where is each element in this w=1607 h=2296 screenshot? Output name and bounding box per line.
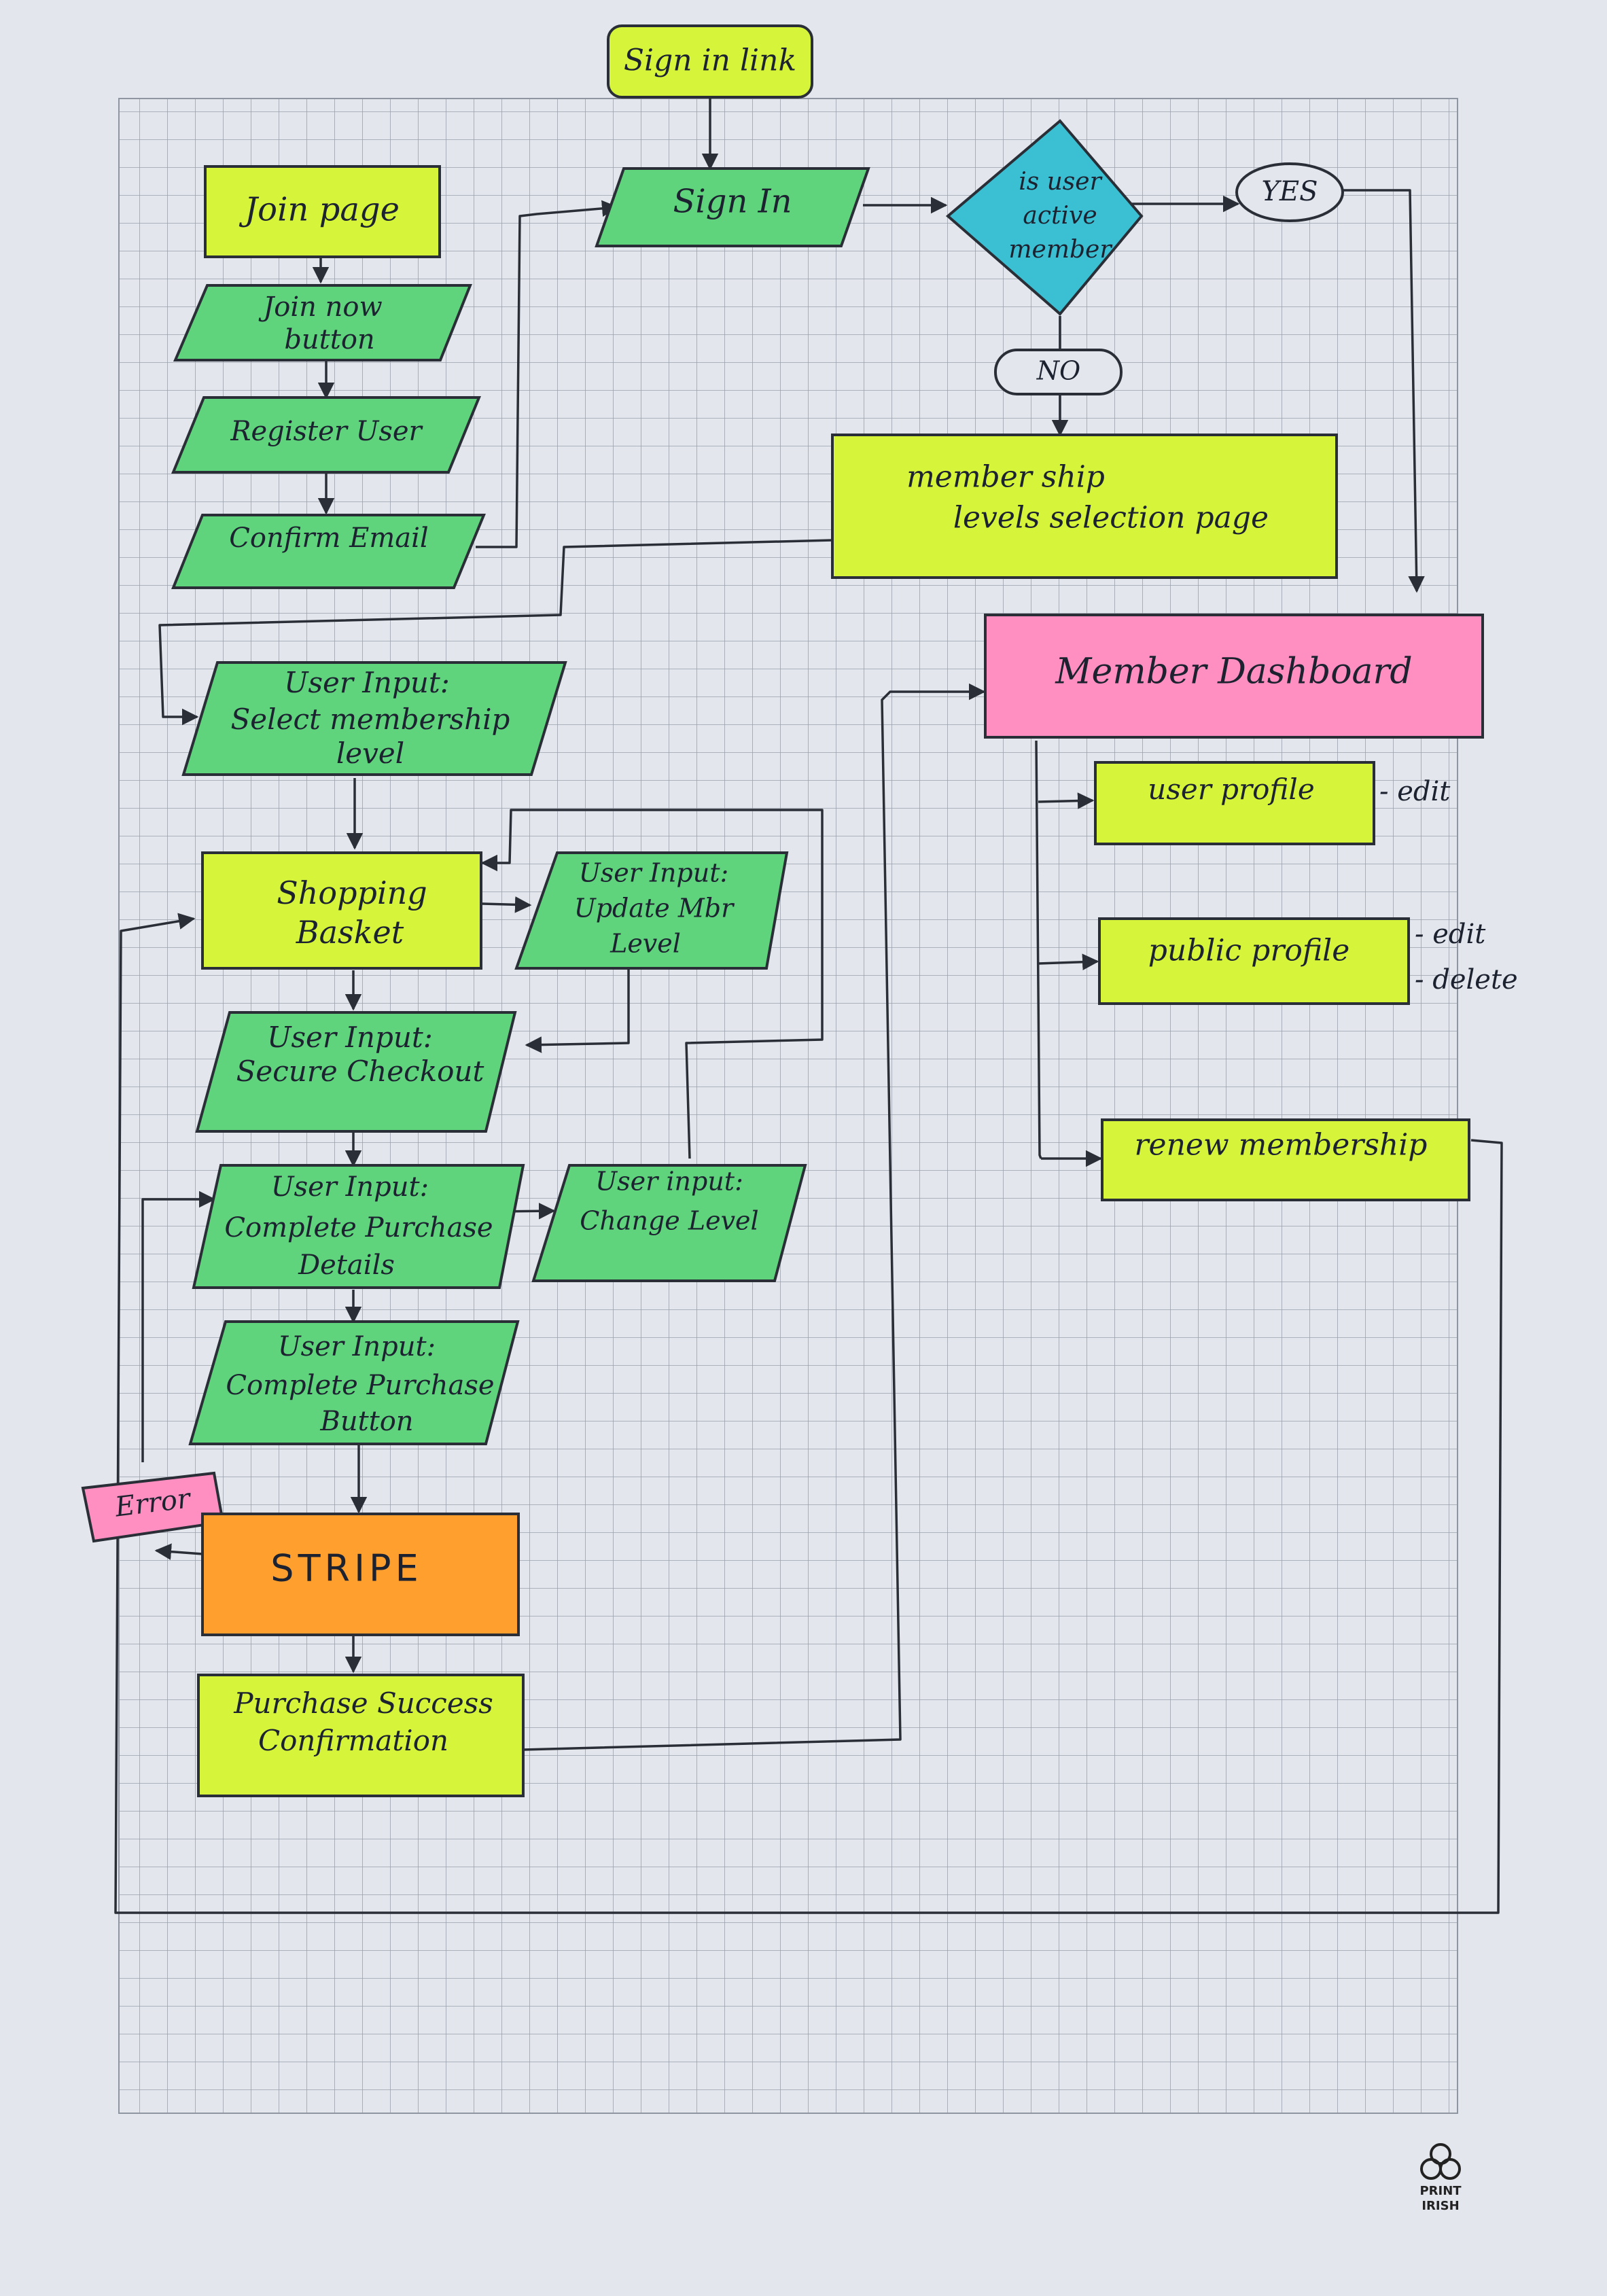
yes-label: YES [1261,176,1318,207]
yes-terminal: YES [1235,162,1344,222]
register-user-node: Register User [171,396,481,474]
membership-levels-line-2: levels selection page [953,501,1269,535]
change-level-line-1: User input: [595,1167,743,1197]
join-page-label: Join page [239,191,400,229]
error-node: Error [81,1471,225,1543]
purchase-success-node: Purchase Success Confirmation [197,1674,525,1797]
renew-membership-node: renew membership [1101,1118,1470,1201]
select-membership-line-2: Select membership [231,703,510,736]
user-profile-label: user profile [1148,773,1314,806]
member-dashboard-node: Member Dashboard [984,614,1484,739]
is-user-active-decision: is user active member [945,119,1144,316]
select-membership-line-1: User Input: [284,666,450,699]
sign-in-label: Sign In [673,183,792,221]
complete-button-line-2: Complete Purchase [226,1370,494,1401]
update-mbr-line-3: Level [610,929,681,959]
complete-button-line-1: User Input: [278,1331,436,1362]
print-irish-logo: PRINT IRISH [1419,2143,1462,2213]
no-label: NO [1036,356,1080,386]
complete-purchase-button-node: User Input: Complete Purchase Button [188,1320,520,1445]
confirm-email-node: Confirm Email [171,514,486,589]
sign-in-node: Sign In [595,167,870,247]
membership-levels-page-node: member ship levels selection page [831,434,1338,579]
secure-checkout-line-1: User Input: [267,1021,433,1054]
connectors [114,96,1503,1914]
user-profile-node: user profile [1094,761,1375,845]
decision-line-2: active [1023,202,1097,230]
register-user-label: Register User [230,416,423,447]
stripe-node: STRIPE [201,1513,520,1636]
confirm-email-label: Confirm Email [229,523,428,554]
update-mbr-line-2: Update Mbr [574,894,735,923]
renew-membership-label: renew membership [1135,1128,1428,1163]
select-membership-level-node: User Input: Select membership level [181,661,567,776]
join-now-line-1: Join now [258,292,382,323]
select-membership-line-3: level [336,737,404,770]
update-mbr-level-node: User Input: Update Mbr Level [514,851,789,970]
complete-details-line-1: User Input: [271,1171,429,1203]
purchase-success-line-2: Confirmation [258,1724,448,1757]
decision-line-1: is user [1019,168,1102,196]
complete-details-line-3: Details [298,1250,395,1281]
complete-purchase-details-node: User Input: Complete Purchase Details [192,1164,525,1289]
public-profile-delete-note: - delete [1415,964,1518,995]
public-profile-label: public profile [1148,934,1350,968]
secure-checkout-node: User Input: Secure Checkout [195,1011,517,1133]
logo-line-2: IRISH [1421,2199,1459,2213]
update-mbr-line-1: User Input: [579,858,729,888]
stripe-label: STRIPE [270,1547,422,1590]
user-profile-edit-note: - edit [1379,776,1451,807]
shopping-basket-line-2: Basket [296,914,404,951]
shopping-basket-line-1: Shopping [277,875,427,911]
member-dashboard-label: Member Dashboard [1055,652,1412,692]
membership-levels-line-1: member ship [906,460,1105,495]
public-profile-edit-note: - edit [1415,919,1486,950]
sign-in-link-node: Sign in link [607,24,813,99]
secure-checkout-line-2: Secure Checkout [236,1055,484,1088]
purchase-success-line-1: Purchase Success [233,1686,493,1720]
join-page-node: Join page [204,165,441,258]
no-terminal: NO [994,349,1123,395]
public-profile-node: public profile [1098,917,1410,1005]
join-now-line-2: button [284,324,374,355]
logo-line-1: PRINT [1419,2184,1462,2198]
decision-line-3: member [1008,236,1112,264]
shopping-basket-node: Shopping Basket [201,851,482,970]
complete-button-line-3: Button [319,1406,413,1437]
change-level-line-2: Change Level [580,1206,758,1236]
complete-details-line-2: Complete Purchase [224,1212,493,1243]
join-now-button-node: Join now button [173,284,472,361]
sign-in-link-label: Sign in link [624,43,796,78]
change-level-node: User input: Change Level [531,1164,807,1282]
